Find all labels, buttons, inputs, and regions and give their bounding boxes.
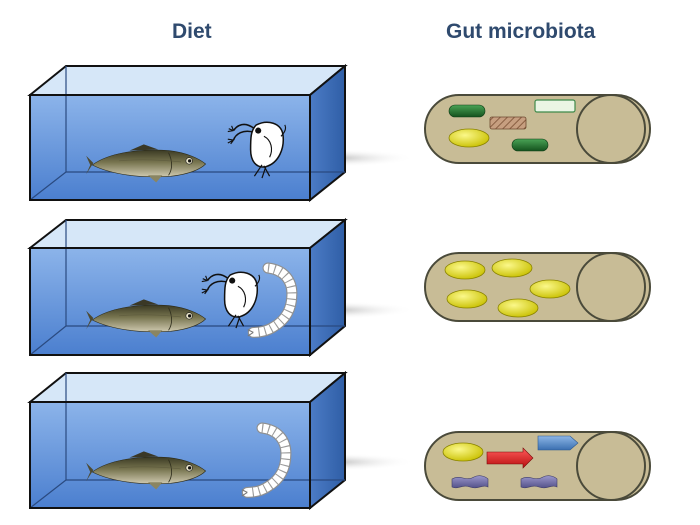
microbe-yellow-oval (448, 128, 490, 148)
aquarium-tank (27, 370, 348, 511)
aquarium-tank (27, 217, 348, 358)
diet-heading: Diet (172, 20, 212, 43)
row-1 (27, 63, 651, 203)
row-3 (27, 370, 651, 511)
microbe-hatched-rod (489, 116, 527, 130)
microbe-green-rod (448, 104, 486, 118)
microbe-yellow-oval (529, 279, 571, 299)
aquarium-tank (27, 63, 348, 203)
microbe-yellow-oval (491, 258, 533, 278)
microbe-yellow-oval (444, 260, 486, 280)
gut-microbiota-heading: Gut microbiota (446, 20, 596, 43)
microbe-yellow-oval (446, 289, 488, 309)
row-2 (27, 217, 651, 358)
microbe-blue-arrow (537, 435, 579, 451)
microbe-pale-green-rod (534, 99, 576, 113)
microbe-yellow-oval (497, 298, 539, 318)
microbe-green-rod (511, 138, 549, 152)
microbe-yellow-oval (442, 442, 484, 462)
gut-diagram (424, 431, 651, 501)
